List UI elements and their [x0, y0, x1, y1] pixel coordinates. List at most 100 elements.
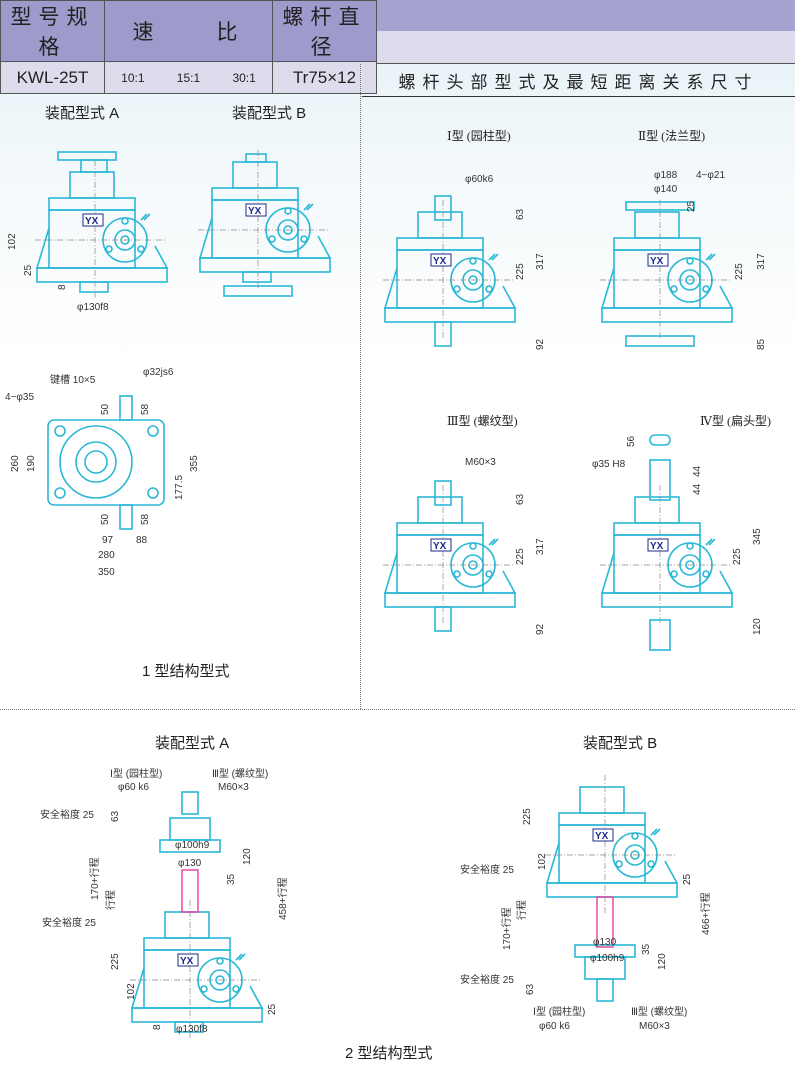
note: Ⅰ型 (园柱型): [110, 767, 162, 780]
dim: M60×3: [465, 457, 496, 468]
dim: 35: [226, 873, 237, 885]
dim: φ140: [654, 184, 678, 195]
t1-assembly-a-drawing: YX 102 25 8 φ130f8: [7, 151, 168, 313]
head3-drawing: YX M60×3 63 225 317 92: [382, 457, 546, 635]
t1-assembly-b-drawing: YX: [197, 149, 331, 297]
dim: φ130: [178, 858, 202, 869]
dim: 350: [98, 567, 115, 578]
dim: 317: [535, 253, 546, 270]
dim: 行程: [515, 900, 528, 920]
head-section-title: 螺杆头部型式及最短距离关系尺寸: [362, 70, 795, 97]
note: 安全裕度 25: [40, 808, 94, 821]
dim: φ60k6: [465, 174, 494, 185]
dim: 120: [752, 618, 763, 635]
brand-mark: YX: [595, 831, 609, 842]
brand-mark: YX: [433, 256, 447, 267]
t2-assembly-a-drawing: YX Ⅰ型 (园柱型) φ60 k6 Ⅲ型 (螺纹型) M60×3 安全裕度 2…: [40, 767, 289, 1041]
note: 安全裕度 25: [460, 863, 514, 876]
head2-drawing: YX φ188 φ140 4~φ21 25 225 317 85: [599, 170, 767, 350]
ratio-3: 30:1: [232, 70, 256, 85]
dim: 92: [535, 338, 546, 350]
dim: 85: [756, 338, 767, 350]
dim: 260: [10, 455, 21, 472]
dim: φ130: [593, 937, 617, 948]
dim: 8: [57, 284, 68, 290]
t2-assembly-b-title: 装配型式 B: [583, 735, 658, 752]
dim: 225: [515, 548, 526, 565]
brand-mark: YX: [180, 956, 194, 967]
dim: φ130f8: [176, 1024, 208, 1035]
dim: 56: [626, 435, 637, 447]
note: φ60 k6: [118, 782, 149, 793]
dim: 317: [535, 538, 546, 555]
dim: 225: [522, 808, 533, 825]
model-value: KWL-25T: [0, 61, 105, 94]
head2-title: Ⅱ型 (法兰型): [638, 129, 706, 143]
t1-plan-drawing: 键槽 10×5 4~φ35 φ32js6 50 58 260 190 355 1…: [5, 367, 200, 578]
note: Ⅲ型 (螺纹型): [212, 767, 268, 780]
note: M60×3: [639, 1021, 670, 1032]
dim: 120: [242, 848, 253, 865]
dim: 4~φ21: [696, 170, 725, 181]
dim: 102: [7, 233, 18, 250]
dim: 225: [732, 548, 743, 565]
brand-mark: YX: [248, 206, 262, 217]
dim: 44: [692, 465, 703, 477]
dim: 88: [136, 535, 148, 546]
note: Ⅲ型 (螺纹型): [631, 1005, 687, 1018]
brand-mark: YX: [650, 541, 664, 552]
dim: 63: [515, 208, 526, 220]
head1-drawing: YX φ60k6 63 225 317 92: [382, 174, 546, 350]
t2-assembly-b-drawing: YX 225 102 25 行程 170+行程 466+行程 35 φ130 1…: [460, 774, 712, 1032]
spec-fill: [375, 31, 795, 64]
dim: 63: [110, 810, 121, 822]
dim: 92: [535, 623, 546, 635]
dim: 25: [23, 264, 34, 276]
note: 安全裕度 25: [42, 916, 96, 929]
dim: 63: [515, 493, 526, 505]
dim: 177.5: [174, 475, 185, 500]
dim: φ100h9: [590, 953, 625, 964]
spec-grid: 型号规格 速 比 螺杆直径 KWL-25T 10:1 15:1 30:1 Tr7…: [0, 0, 377, 94]
t2-assembly-a-title: 装配型式 A: [155, 735, 230, 752]
t1-assembly-b-title: 装配型式 B: [232, 105, 307, 122]
dim: φ35 H8: [592, 459, 626, 470]
dim: 97: [102, 535, 114, 546]
spec-fill-header: [375, 0, 795, 32]
spec-table: 型号规格 速 比 螺杆直径 KWL-25T 10:1 15:1 30:1 Tr7…: [0, 0, 795, 94]
head3-title: Ⅲ型 (螺纹型): [447, 414, 518, 428]
dim: 25: [686, 200, 697, 212]
dim: 102: [537, 853, 548, 870]
type1-caption: 1 型结构型式: [142, 663, 230, 680]
dim: 44: [692, 483, 703, 495]
dim: 63: [525, 983, 536, 995]
head1-title: Ⅰ型 (园柱型): [447, 129, 511, 143]
dim: 35: [641, 943, 652, 955]
dim: 280: [98, 550, 115, 561]
dim: 466+行程: [699, 892, 712, 935]
type2-caption: 2 型结构型式: [345, 1045, 433, 1062]
ratio-1: 10:1: [121, 70, 145, 85]
brand-mark: YX: [433, 541, 447, 552]
dim: 58: [140, 403, 151, 415]
dim: 50: [100, 513, 111, 525]
dim: 225: [110, 953, 121, 970]
ratio-2: 15:1: [176, 70, 201, 85]
dim: 458+行程: [276, 877, 289, 920]
keyway-label: 键槽 10×5: [50, 373, 96, 386]
shaft-label: φ32js6: [143, 367, 174, 378]
ratio-values: 10:1 15:1 30:1: [104, 61, 273, 94]
header-ratio: 速 比: [104, 0, 273, 62]
dim: φ188: [654, 170, 678, 181]
dim: 355: [189, 455, 200, 472]
dim: 190: [26, 455, 37, 472]
dim: 317: [756, 253, 767, 270]
t1-assembly-a-title: 装配型式 A: [45, 105, 120, 122]
dim: 25: [267, 1003, 278, 1015]
dim: 225: [515, 263, 526, 280]
dim: 170+行程: [500, 907, 513, 950]
dim: 行程: [104, 890, 117, 910]
header-model: 型号规格: [0, 0, 105, 62]
header-screw: 螺杆直径: [272, 0, 377, 62]
dim: 50: [100, 403, 111, 415]
